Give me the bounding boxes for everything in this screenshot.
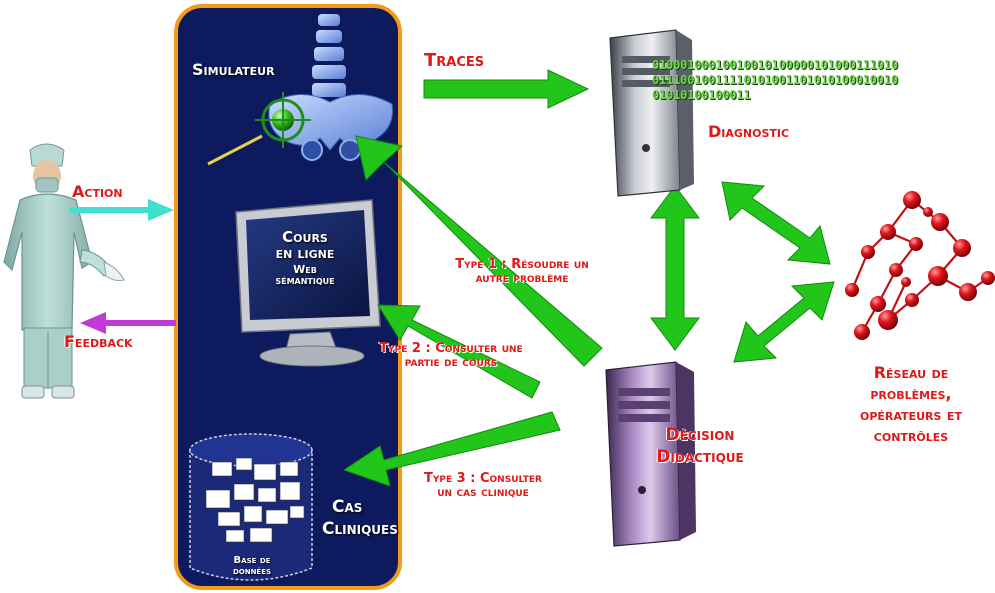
reseau-label-line1: Réseau de (873, 363, 949, 382)
type2-arrow (377, 304, 541, 399)
feedback-arrow (80, 312, 176, 334)
cas-cliniques-label: Cas Cliniques (322, 496, 398, 540)
diag-decision-arrow (650, 185, 700, 351)
diag-network-arrow (721, 181, 831, 265)
feedback-label: Feedback (64, 332, 133, 351)
type2-label-line1: Type 2 : Consulter une (379, 341, 523, 356)
decision-label-line2: Didactique (656, 447, 744, 467)
type2-label-line2: partie de cours (404, 354, 498, 370)
type1-label: Type 1 : Résoudre un autre problème (432, 258, 612, 285)
decision-label-line1: Décision (665, 425, 735, 445)
decision-label: Décision Didactique (640, 424, 760, 468)
monitor-icon (235, 199, 381, 367)
course-label-line2: en ligne (275, 243, 335, 262)
course-label: Cours en ligne Web sémantique (252, 228, 358, 288)
course-label-line1: Cours (282, 228, 328, 246)
simulateur-label: Simulateur (192, 60, 275, 79)
computer-tower-icon (605, 361, 696, 547)
type1-arrow (355, 135, 603, 367)
surgeon-icon (3, 143, 125, 399)
binary-stream: 0100010001001001010000010100011101001110… (652, 58, 898, 102)
network-graph-icon (845, 191, 995, 340)
type2-label: Type 2 : Consulter une partie de cours (346, 342, 556, 369)
traces-arrow (423, 69, 590, 109)
reseau-label-line4: contrôles (873, 426, 949, 445)
reseau-label: Réseau de problèmes, opérateurs et contr… (836, 362, 986, 446)
type1-label-line2: autre problème (475, 270, 569, 286)
database-label: Base de données (212, 555, 292, 577)
type3-arrow (342, 411, 561, 487)
reseau-label-line2: problèmes, (870, 384, 952, 403)
course-label-line3: Web (293, 262, 317, 276)
crosshair-target-icon (207, 92, 311, 166)
database-label-line1: Base de (233, 555, 271, 566)
cas-cliniques-line1: Cas (332, 497, 363, 517)
diagnostic-label: Diagnostic (708, 122, 790, 141)
type3-label-line2: un cas clinique (437, 484, 529, 500)
reseau-label-line3: opérateurs et (860, 405, 962, 424)
type3-label: Type 3 : Consulter un cas clinique (398, 472, 568, 499)
action-arrow (70, 199, 174, 221)
cas-cliniques-line2: Cliniques (322, 519, 398, 539)
database-cylinder-icon (189, 433, 313, 581)
traces-label: Traces (424, 50, 485, 71)
database-label-line2: données (232, 565, 272, 577)
course-label-line4: sémantique (275, 274, 335, 288)
type1-label-line1: Type 1 : Résoudre un (455, 257, 589, 272)
decision-network-arrow (733, 281, 835, 363)
computer-tower-icon (609, 29, 694, 197)
action-label: Action (72, 182, 123, 201)
type3-label-line1: Type 3 : Consulter (424, 471, 542, 486)
